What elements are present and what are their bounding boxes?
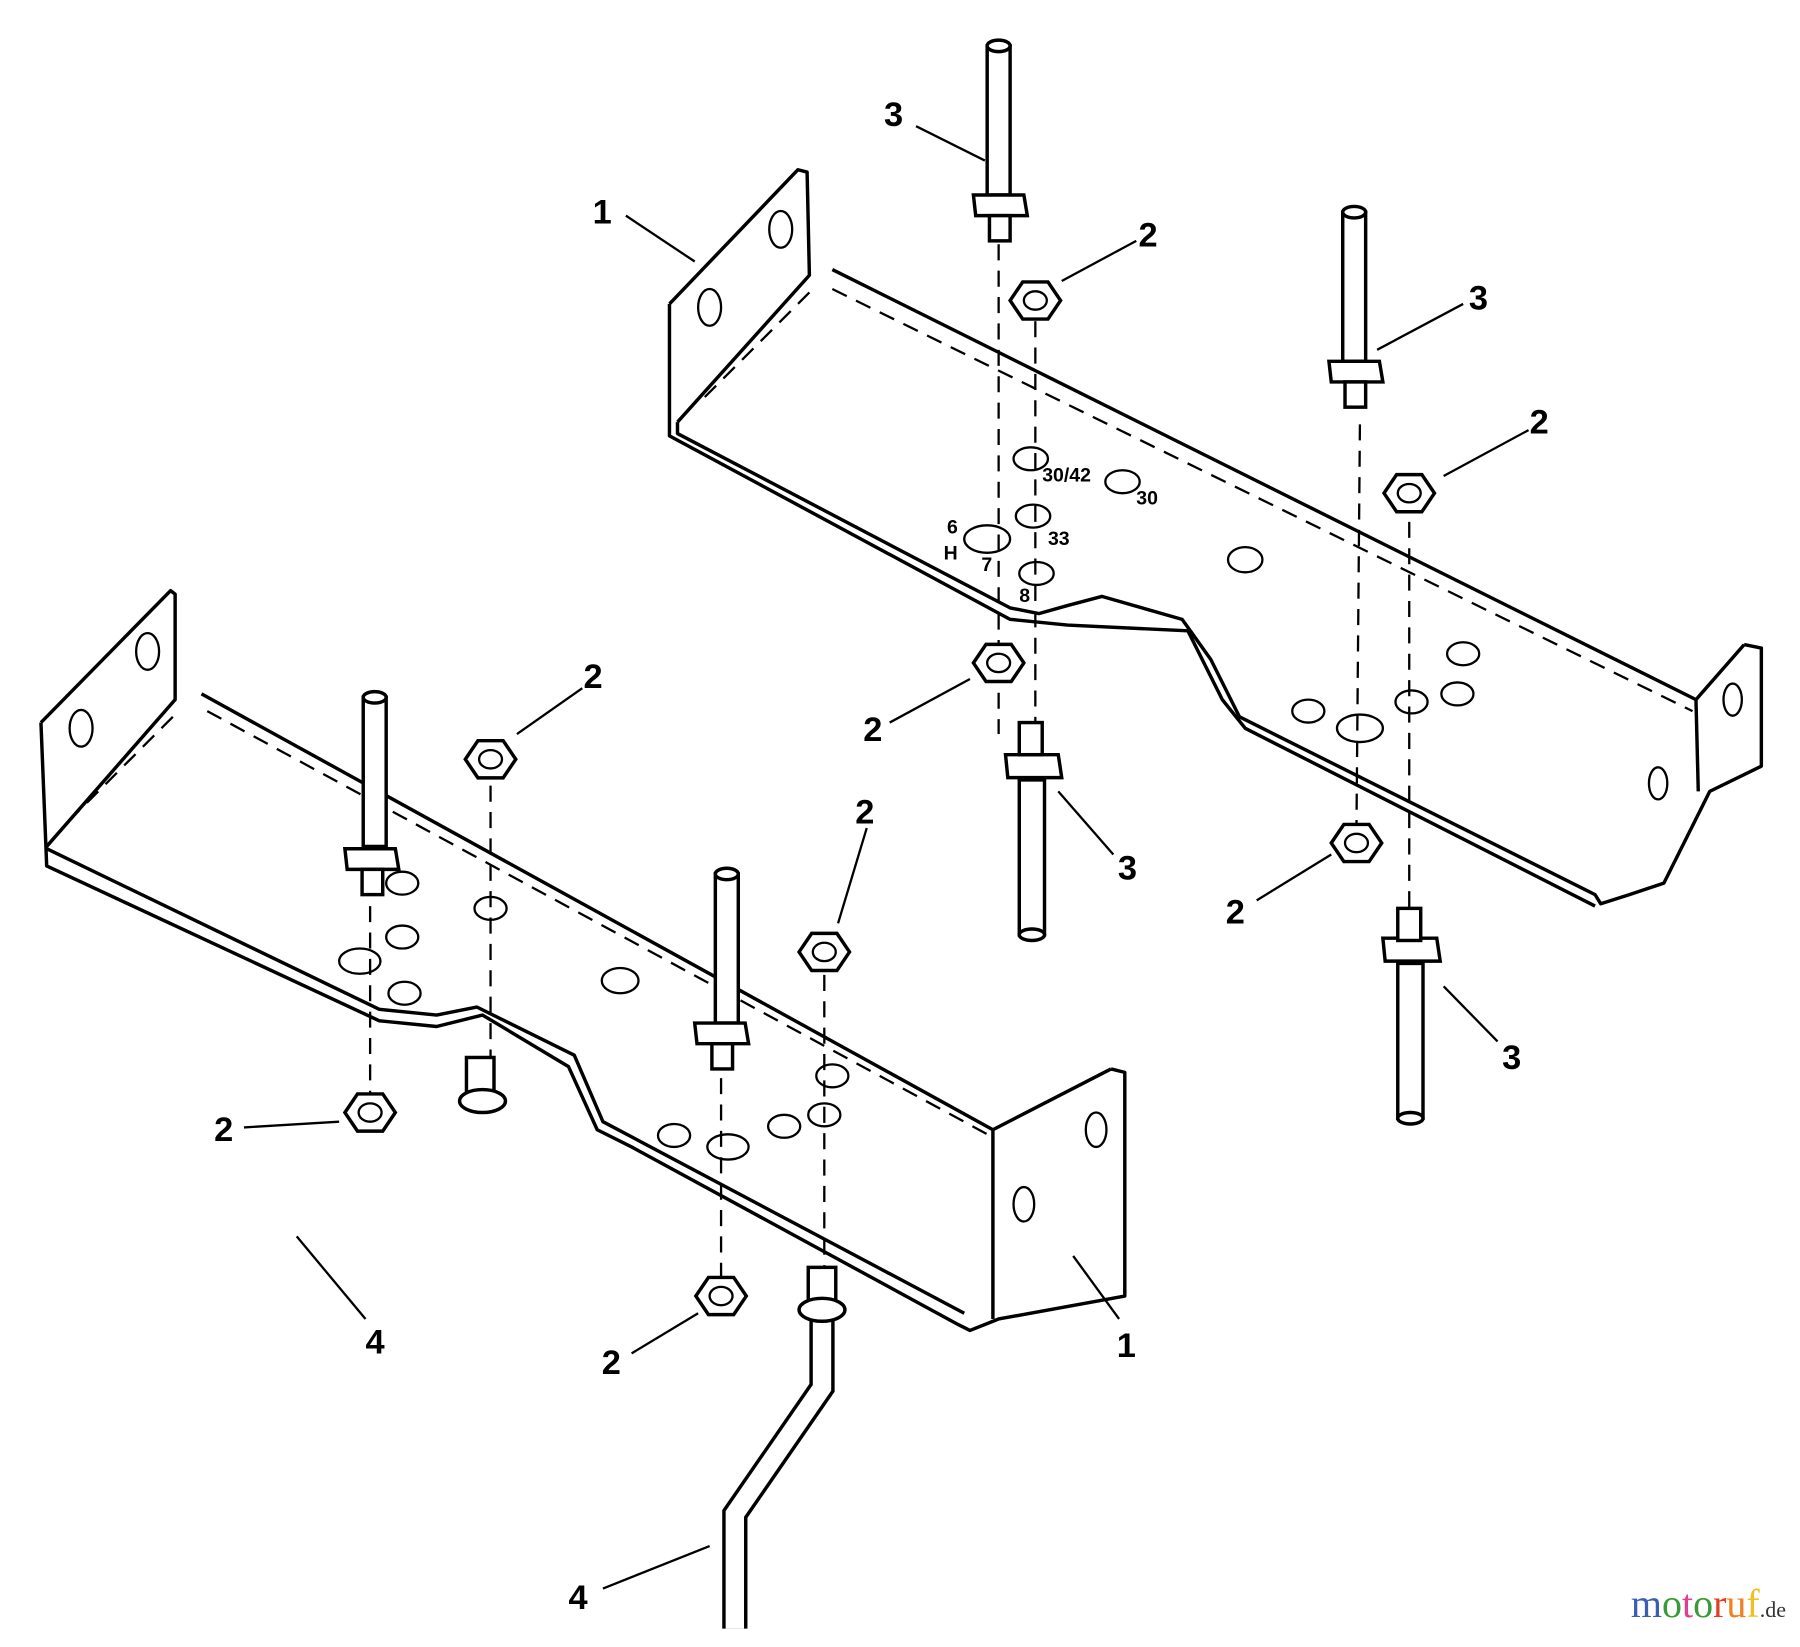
hole-label-30-42: 30/42 xyxy=(1042,465,1091,487)
alignment-lines xyxy=(368,217,1411,1279)
hole-label-30: 30 xyxy=(1136,488,1158,510)
hole-label-h: H xyxy=(944,543,958,565)
callout-1: 1 xyxy=(1117,1327,1136,1365)
watermark-logo: motoruf.de xyxy=(1630,1581,1786,1626)
hex-nut xyxy=(342,1092,398,1133)
callout-3: 3 xyxy=(1502,1039,1521,1077)
stud xyxy=(1380,906,1443,1126)
hole-label-33: 33 xyxy=(1048,528,1070,550)
hole-label-7: 7 xyxy=(981,554,992,576)
callout-2: 2 xyxy=(583,658,602,696)
hole-labels: 30 33 30/42 H 7 6 8 xyxy=(944,465,1159,607)
hex-nut xyxy=(1008,280,1063,321)
bracket-upper xyxy=(667,168,1764,908)
nuts xyxy=(342,280,1437,1317)
hex-nut xyxy=(1381,472,1437,514)
stud xyxy=(692,866,751,1071)
hex-nut xyxy=(1329,822,1384,864)
callout-2: 2 xyxy=(1530,404,1549,442)
hex-nut xyxy=(463,738,518,780)
stud xyxy=(342,689,401,897)
callout-4: 4 xyxy=(366,1323,385,1361)
bracket-lower xyxy=(39,588,1127,1333)
callouts: 3 1 2 3 2 2 2 3 2 2 3 2 4 1 2 4 xyxy=(214,96,1549,1617)
hex-nut xyxy=(971,642,1026,684)
callout-3: 3 xyxy=(884,96,903,134)
hole-label-6: 6 xyxy=(947,516,958,538)
callout-2: 2 xyxy=(214,1111,233,1149)
stud xyxy=(971,38,1030,243)
callout-4: 4 xyxy=(569,1579,588,1617)
callout-2: 2 xyxy=(863,711,882,749)
studs xyxy=(342,38,1443,1126)
stud xyxy=(1327,204,1385,409)
stud xyxy=(1003,720,1064,943)
callout-1: 1 xyxy=(593,194,612,232)
callout-2: 2 xyxy=(1139,217,1158,255)
callout-2: 2 xyxy=(602,1344,621,1382)
callout-3: 3 xyxy=(1469,280,1488,318)
bent-rods xyxy=(241,1055,847,1629)
hole-label-8: 8 xyxy=(1019,585,1030,607)
callout-2: 2 xyxy=(1226,893,1245,931)
callout-2: 2 xyxy=(855,793,874,831)
callout-3: 3 xyxy=(1118,850,1137,888)
hex-nut xyxy=(693,1275,749,1317)
hex-nut xyxy=(796,931,852,973)
